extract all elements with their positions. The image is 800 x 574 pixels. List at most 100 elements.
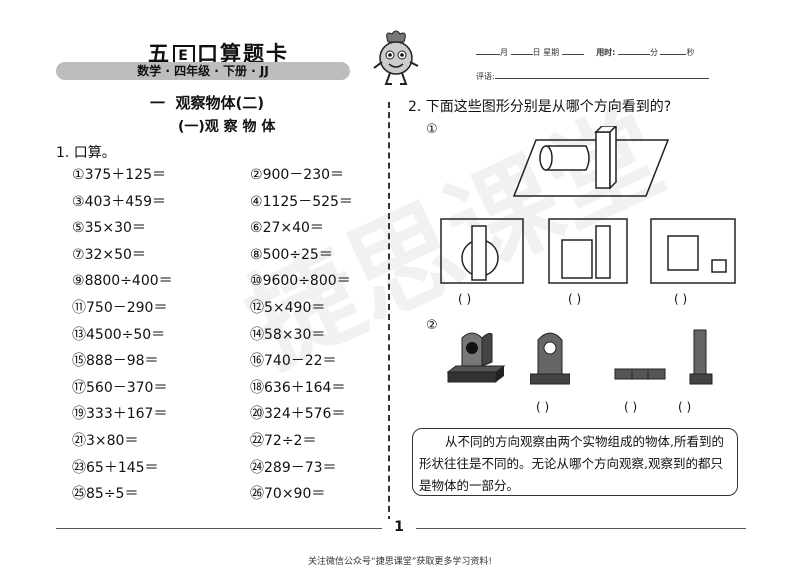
calc-item: ⑦32×50＝ [72,244,146,264]
q2-label: 2. 下面这些图形分别是从哪个方向看到的? [408,99,672,115]
calc-number: ㉕ [72,486,86,503]
calc-number: ⑲ [72,406,86,423]
calc-item: ⑱636＋164＝ [250,377,345,397]
calc-expression: 636＋164＝ [264,379,346,396]
calc-expression: 888－98＝ [86,353,159,370]
calc-item: ⑨8800÷400＝ [72,270,173,290]
calc-number: ㉓ [72,459,86,476]
footer-text: 关注微信公众号“捷思课堂”获取更多学习资料! [308,557,492,567]
section-subtitle: (一)观 察 物 体 [178,119,276,135]
calc-expression: 900－230＝ [262,167,345,183]
calc-expression: 9600÷800＝ [262,273,351,290]
calc-number: ⑬ [72,326,86,343]
calc-number: ⑰ [72,379,86,396]
comment-label: 评语: [476,72,495,81]
calc-item: ⑭58×30＝ [250,324,325,344]
part1-3d-objects [512,126,670,197]
calc-number: ⑩ [250,273,263,290]
calc-expression: 5×490＝ [264,300,326,316]
part2-view-top [614,368,666,380]
calc-number: ④ [250,193,263,210]
part1-label: ① [426,122,438,137]
calc-expression: 65＋145＝ [86,459,159,476]
answer-paren-3[interactable]: ( ) [674,292,688,306]
note-box: 从不同的方向观察由两个实物组成的物体,所看到的形状往往是不同的。无论从哪个方向观… [412,428,738,496]
calc-number: ③ [72,193,85,210]
calc-number: ⑳ [250,406,264,423]
answer-paren-1[interactable]: ( ) [458,292,472,306]
calc-item: ⑫5×490＝ [250,297,325,317]
calc-item: ㉖70×90＝ [250,483,325,503]
calc-item: ⑤35×30＝ [72,217,146,237]
calc-item: ②900－230＝ [250,164,344,184]
time-used-label: 用时: [596,48,616,57]
section-title: 一 观察物体(二) [150,94,265,112]
comment-line: 评语: [476,70,709,82]
calc-item: ⑮888－98＝ [72,350,159,370]
calc-item: ⑯740－22＝ [250,350,337,370]
title-prefix: 五 [148,42,171,66]
answer-paren-4[interactable]: ( ) [536,400,550,414]
calc-item: ㉕85÷5＝ [72,483,138,503]
calc-item: ⑥27×40＝ [250,217,324,237]
calc-expression: 333＋167＝ [86,406,168,423]
column-divider [388,102,390,522]
calc-item: ㉒72÷2＝ [250,430,316,450]
part2-3d-object [446,332,506,383]
answer-paren-6[interactable]: ( ) [678,400,692,414]
calc-item: ④1125－525＝ [250,191,353,211]
calc-number: ㉖ [250,486,264,503]
calc-number: ㉔ [250,459,264,476]
calc-item: ③403＋459＝ [72,191,166,211]
calc-item: ⑪750－290＝ [72,297,167,317]
calc-item: ①375＋125＝ [72,164,166,184]
calc-item: ⑰560－370＝ [72,377,167,397]
calc-expression: 58×30＝ [264,326,326,343]
calc-number: ⑮ [72,353,86,370]
calc-number: ⑪ [72,300,86,316]
month-label: 月 [500,48,508,57]
calc-expression: 740－22＝ [264,353,337,370]
minute-label: 分 [649,48,658,57]
calc-item: ⑳324＋576＝ [250,403,345,423]
calc-item: ㉑3×80＝ [72,430,138,450]
calc-item: ⑬4500÷50＝ [72,324,165,344]
answer-paren-5[interactable]: ( ) [624,400,638,414]
calc-number: ㉑ [72,433,86,449]
calc-item: ⑲333＋167＝ [72,403,167,423]
calc-item: ㉔289－73＝ [250,457,337,477]
part2-view-front [530,332,570,385]
calc-expression: 3×80＝ [86,433,139,449]
part2-label: ② [426,318,438,333]
second-label: 秒 [686,48,695,57]
calc-item: ⑩9600÷800＝ [250,270,351,290]
answer-paren-2[interactable]: ( ) [568,292,582,306]
calc-expression: 4500÷50＝ [86,326,166,343]
view-front-2 [548,218,628,284]
calc-expression: 35×30＝ [84,220,146,237]
weekday-label: 日 星期 [532,48,560,57]
calc-expression: 70×90＝ [264,486,326,503]
calc-number: ① [72,167,85,183]
grade-bar: 数学 · 四年级 · 下册 · JJ [56,62,350,80]
calc-expression: 324＋576＝ [264,406,346,423]
mascot-icon [373,30,419,85]
calc-number: ⑫ [250,300,264,316]
calc-expression: 375＋125＝ [84,167,167,183]
part2-view-side [689,329,713,385]
calc-number: ⑤ [72,220,85,237]
calc-number: ⑭ [250,326,264,343]
calc-expression: 403＋459＝ [84,193,167,210]
calc-expression: 32×50＝ [84,246,146,263]
calc-expression: 27×40＝ [262,220,324,237]
calc-number: ⑥ [250,220,263,237]
calc-item: ⑧500÷25＝ [250,244,333,264]
calc-number: ⑦ [72,246,85,263]
calc-number: ⑨ [72,273,85,290]
q1-label: 1. 口算。 [56,145,116,161]
calc-expression: 289－73＝ [264,459,337,476]
calc-expression: 85÷5＝ [86,486,139,503]
calc-expression: 560－370＝ [86,379,168,396]
calc-expression: 500÷25＝ [262,246,333,263]
view-top [650,218,736,284]
